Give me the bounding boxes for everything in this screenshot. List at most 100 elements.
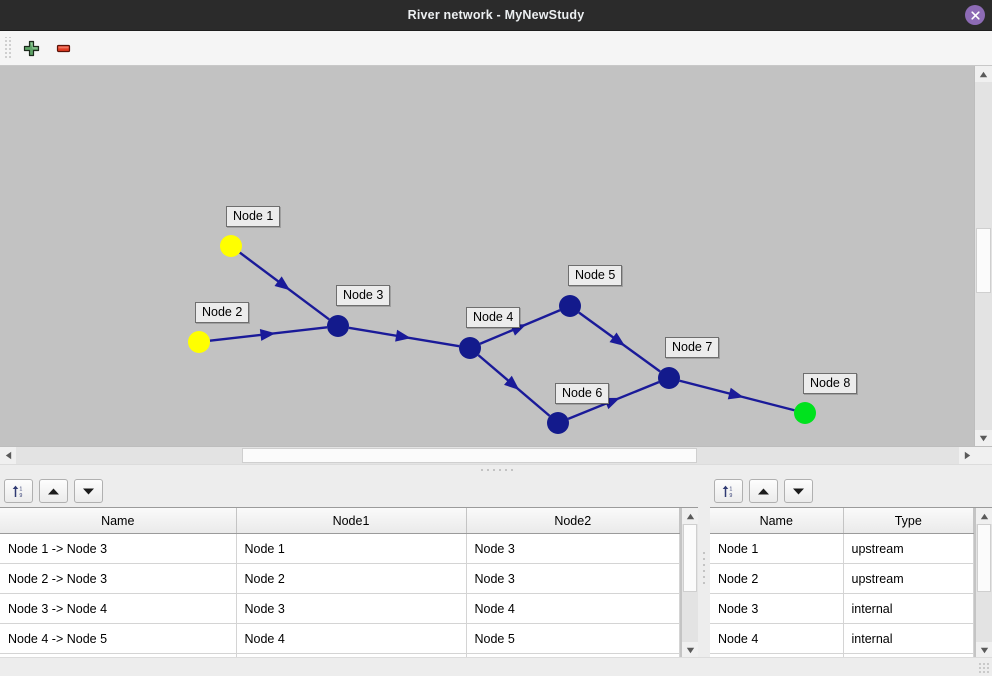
branch-cell[interactable]: Node 4 bbox=[466, 593, 680, 624]
graph-node-node8[interactable] bbox=[794, 402, 816, 424]
node-cell[interactable] bbox=[710, 653, 844, 658]
branch-sort-button[interactable]: 1 9 bbox=[4, 479, 33, 503]
graph-node-node6[interactable] bbox=[547, 412, 569, 434]
graph-node-node1[interactable] bbox=[220, 235, 242, 257]
canvas-hscroll-thumb[interactable] bbox=[242, 448, 697, 463]
branch-cell[interactable] bbox=[0, 653, 237, 658]
edge-arrow-icon bbox=[609, 332, 626, 347]
status-bar bbox=[0, 657, 992, 676]
branch-cell[interactable]: Node 2 bbox=[236, 563, 467, 594]
node-cell[interactable] bbox=[843, 653, 974, 658]
node-scroll-down-button[interactable] bbox=[976, 642, 992, 658]
node-column-header-type[interactable]: Type bbox=[843, 508, 974, 534]
branch-move-down-button[interactable] bbox=[74, 479, 103, 503]
node-label-node2[interactable]: Node 2 bbox=[195, 302, 250, 323]
branch-cell[interactable]: Node 2 -> Node 3 bbox=[0, 563, 237, 594]
branch-column-header-node2[interactable]: Node2 bbox=[466, 508, 680, 534]
canvas-vertical-scrollbar[interactable] bbox=[974, 66, 992, 446]
node-label-node8[interactable]: Node 8 bbox=[803, 373, 858, 394]
move-up-icon bbox=[758, 488, 769, 494]
node-scroll-up-button[interactable] bbox=[976, 508, 992, 524]
canvas-vscroll-track[interactable] bbox=[975, 82, 992, 430]
node-label-node1[interactable]: Node 1 bbox=[226, 206, 281, 227]
node-vscroll-thumb[interactable] bbox=[977, 524, 991, 593]
branch-toolbar: 1 9 bbox=[0, 475, 698, 507]
node-cell[interactable]: upstream bbox=[843, 563, 974, 594]
branch-table-empty-row[interactable] bbox=[0, 653, 680, 658]
node-table-empty-row[interactable] bbox=[710, 653, 974, 658]
graph-node-node3[interactable] bbox=[327, 315, 349, 337]
branch-cell[interactable]: Node 3 bbox=[466, 563, 680, 594]
branch-table-vertical-scrollbar[interactable] bbox=[681, 508, 698, 658]
node-cell[interactable]: Node 2 bbox=[710, 563, 844, 594]
node-cell[interactable]: Node 3 bbox=[710, 593, 844, 624]
node-cell[interactable]: internal bbox=[843, 593, 974, 624]
branch-scroll-down-button[interactable] bbox=[682, 642, 698, 658]
branch-column-header-node1[interactable]: Node1 bbox=[236, 508, 467, 534]
branch-cell[interactable]: Node 4 bbox=[236, 623, 467, 654]
node-label-node7[interactable]: Node 7 bbox=[665, 337, 720, 358]
node-label-node5[interactable]: Node 5 bbox=[568, 265, 623, 286]
close-button[interactable] bbox=[965, 5, 985, 25]
branch-scroll-up-button[interactable] bbox=[682, 508, 698, 524]
node-cell[interactable]: upstream bbox=[843, 533, 974, 564]
node-vscroll-track[interactable] bbox=[976, 524, 992, 642]
graph-node-node2[interactable] bbox=[188, 331, 210, 353]
branch-column-header-name[interactable]: Name bbox=[0, 508, 237, 534]
branch-cell[interactable]: Node 3 -> Node 4 bbox=[0, 593, 237, 624]
branch-move-up-button[interactable] bbox=[39, 479, 68, 503]
scroll-right-button[interactable] bbox=[959, 447, 975, 464]
node-cell[interactable]: Node 4 bbox=[710, 623, 844, 654]
canvas-horizontal-scrollbar[interactable] bbox=[0, 446, 992, 464]
scroll-up-button[interactable] bbox=[975, 66, 992, 82]
node-column-header-name[interactable]: Name bbox=[710, 508, 844, 534]
remove-node-button[interactable] bbox=[47, 33, 79, 63]
main-splitter[interactable] bbox=[0, 464, 992, 475]
svg-text:9: 9 bbox=[729, 493, 732, 499]
graph-node-node7[interactable] bbox=[658, 367, 680, 389]
tables-region: 1 9 bbox=[0, 475, 992, 676]
branch-cell[interactable] bbox=[466, 653, 680, 658]
node-label-node3[interactable]: Node 3 bbox=[336, 285, 391, 306]
node-cell[interactable]: Node 1 bbox=[710, 533, 844, 564]
edge-arrow-icon bbox=[395, 329, 411, 342]
scroll-down-button[interactable] bbox=[975, 430, 992, 446]
graph-node-node4[interactable] bbox=[459, 337, 481, 359]
branch-cell[interactable]: Node 4 -> Node 5 bbox=[0, 623, 237, 654]
graph-node-node5[interactable] bbox=[559, 295, 581, 317]
branch-cell[interactable]: Node 3 bbox=[236, 593, 467, 624]
scroll-left-button[interactable] bbox=[0, 447, 16, 464]
canvas-hscroll-track[interactable] bbox=[16, 447, 959, 464]
branch-cell[interactable]: Node 5 bbox=[466, 623, 680, 654]
network-canvas[interactable]: Node 1 Node 2 Node 3 Node 4 Node 5 Node 6 Node… bbox=[0, 66, 974, 446]
branch-cell[interactable]: Node 1 bbox=[236, 533, 467, 564]
toolbar-grip[interactable] bbox=[4, 37, 11, 59]
branch-vscroll-thumb[interactable] bbox=[683, 524, 697, 593]
branch-cell[interactable]: Node 3 bbox=[466, 533, 680, 564]
node-cell[interactable]: internal bbox=[843, 623, 974, 654]
node-label-node4[interactable]: Node 4 bbox=[466, 307, 521, 328]
node-sort-button[interactable]: 1 9 bbox=[714, 479, 743, 503]
add-node-button[interactable] bbox=[15, 33, 47, 63]
window-resize-grip[interactable] bbox=[978, 662, 990, 674]
node-table-vertical-scrollbar[interactable] bbox=[975, 508, 992, 658]
node-label-node6[interactable]: Node 6 bbox=[555, 383, 610, 404]
canvas-vscroll-thumb[interactable] bbox=[976, 228, 991, 293]
node-move-up-button[interactable] bbox=[749, 479, 778, 503]
branch-cell[interactable]: Node 1 -> Node 3 bbox=[0, 533, 237, 564]
branch-vscroll-track[interactable] bbox=[682, 524, 698, 642]
branch-cell[interactable] bbox=[236, 653, 467, 658]
tables-splitter[interactable] bbox=[698, 475, 710, 658]
node-move-down-button[interactable] bbox=[784, 479, 813, 503]
